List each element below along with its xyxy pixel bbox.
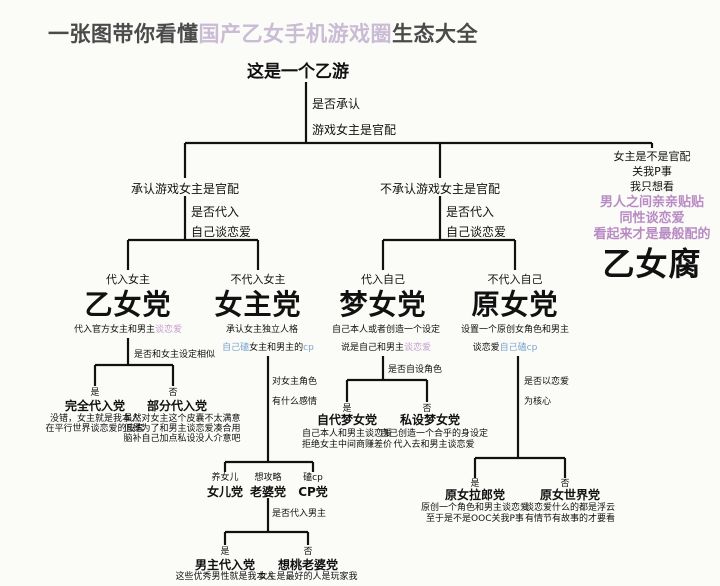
otome-yes-tag: 是: [90, 388, 100, 398]
fujoshi-title: 乙女腐: [602, 245, 702, 283]
full-immersion-title: 完全代入党: [64, 399, 126, 413]
original-pairing-desc1: 原创一个角色和男主谈恋爱: [420, 503, 530, 513]
title-main: 一张图带你看懂: [48, 22, 199, 46]
title-highlight: 国产乙女手机游戏圈: [198, 22, 392, 46]
original-desc2-mid: 自己磕: [499, 343, 527, 353]
oc-dream-desc2: 代入去和男主谈恋爱: [393, 440, 475, 450]
right-branch-line3: 我只想看: [630, 180, 674, 193]
heroine-desc2-cp: cp: [303, 343, 314, 353]
original-pairing-title: 原女拉郎党: [444, 488, 506, 502]
right-branch-line1: 女主是不是官配: [613, 150, 691, 163]
otome-title: 乙女党: [84, 288, 172, 321]
cp-tag: 磕cp: [303, 473, 323, 483]
otome-desc-highlight: 谈恋爱: [155, 325, 183, 335]
self-dream-desc2: 拒绝女主中间商赚差价: [301, 440, 393, 450]
otome-tag: 代入女主: [106, 273, 150, 286]
otome-desc: 代入官方女主和男主谈恋爱: [74, 326, 182, 335]
right-branch-line6: 看起来才是最般配的: [593, 227, 711, 242]
male-yes-tag: 是: [220, 547, 230, 557]
otome-question: 是否和女主设定相似: [134, 350, 216, 360]
dream-no-tag: 否: [422, 404, 432, 414]
wife-tag: 想攻略: [254, 473, 282, 483]
original-no-tag: 否: [560, 479, 570, 489]
dream-question: 是否自设角色: [388, 365, 443, 375]
acknowledge-question-line1: 是否代入: [191, 205, 240, 219]
heroine-desc1: 承认女主独立人格: [225, 325, 299, 335]
original-desc1: 设置一个原创女角色和男主: [460, 325, 570, 335]
heroine-desc2-mid: 女主和男主的: [249, 343, 304, 353]
deny-node: 不承认游戏女主是官配: [379, 182, 501, 196]
acknowledge-node: 承认游戏女主是官配: [130, 182, 240, 196]
page-title: 一张图带你看懂国产乙女手机游戏圈生态大全: [48, 24, 478, 45]
original-world-desc1: 谈恋爱什么的都是浮云: [524, 503, 616, 513]
original-pairing-desc2: 至于是不是OOC关我P事: [426, 514, 524, 524]
oc-dream-title: 私设梦女党: [399, 413, 461, 427]
male-immersion-desc1: 这些优秀男性就是我本人: [175, 572, 275, 582]
original-question-line1: 是否以恋爱: [524, 377, 570, 387]
right-branch-line2: 关我P事: [632, 165, 672, 178]
full-immersion-desc1: 没错，女主就是我本人: [49, 414, 141, 424]
original-title: 原女党: [471, 288, 559, 321]
root-question-line1: 是否承认: [312, 97, 361, 111]
self-dream-desc1: 自己本人和男主谈恋爱: [301, 429, 393, 439]
heroine-desc2: 自己磕女主和男主的cp: [222, 344, 314, 353]
root-question-line2: 游戏女主是官配: [312, 123, 397, 137]
heroine-question-line1: 对女主角色: [272, 377, 318, 387]
wife-title: 老婆党: [249, 485, 287, 499]
heroine-tag: 不代入女主: [230, 273, 286, 286]
partial-immersion-desc2: 但是为了和男主谈恋爱凑合用: [123, 424, 241, 434]
otome-desc-part: 代入官方女主和男主: [73, 325, 155, 335]
daughter-title: 女儿党: [206, 485, 244, 499]
male-no-tag: 否: [303, 547, 313, 557]
dream-tag: 代入自己: [361, 273, 405, 286]
heroine-question3: 是否代入男主: [272, 509, 327, 519]
heroine-question-line2: 有什么感情: [272, 397, 318, 407]
original-world-title: 原女世界党: [539, 488, 601, 502]
self-dream-title: 自代梦女党: [316, 413, 378, 427]
dream-desc2: 说是自己和男主谈恋爱: [341, 344, 431, 353]
heroine-title: 女主党: [214, 288, 302, 321]
dream-yes-tag: 是: [342, 404, 352, 414]
deny-question-line2: 自己谈恋爱: [446, 225, 507, 239]
heroine-desc2-lead: 自己磕: [222, 343, 250, 353]
root-node: 这是一个乙游: [247, 62, 349, 82]
original-tag: 不代入自己: [487, 273, 543, 286]
cp-title: CP党: [298, 485, 328, 499]
original-desc2: 谈恋爱自己磕cp: [473, 344, 538, 353]
wife-steal-title: 想桃老婆党: [277, 558, 339, 572]
full-immersion-desc2: 在平行世界谈恋爱的皮套: [45, 424, 145, 434]
original-desc2-cp: cp: [526, 343, 538, 353]
acknowledge-question-line2: 自己谈恋爱: [191, 225, 252, 239]
original-question-line2: 为核心: [524, 397, 552, 407]
partial-immersion-desc3: 脑补自己加点私设没人介意吧: [123, 434, 241, 444]
original-desc2-lead: 谈恋爱: [472, 343, 500, 353]
right-branch-line5: 同性谈恋爱: [619, 211, 685, 226]
daughter-tag: 养女儿: [211, 473, 239, 483]
original-world-desc2: 有情节有故事的才要看: [524, 514, 616, 524]
dream-title: 梦女党: [339, 288, 427, 321]
dream-desc1: 自己本人或者创造一个设定: [331, 325, 441, 335]
oc-dream-desc1: 自己创造一个合乎的身设定: [379, 429, 489, 439]
partial-immersion-desc1: 虽然对女主这个皮囊不太满意: [123, 414, 241, 424]
otome-no-tag: 否: [168, 388, 178, 398]
title-tail: 生态大全: [392, 22, 478, 46]
dream-desc2-highlight: 谈恋爱: [404, 343, 432, 353]
male-immersion-title: 男主代入党: [194, 558, 256, 572]
dream-desc2-lead: 说是自己和男主: [340, 343, 404, 353]
original-yes-tag: 是: [470, 479, 480, 489]
deny-question-line1: 是否代入: [446, 205, 495, 219]
wife-steal-desc1: 女主是最好的人是玩家我: [258, 572, 358, 582]
right-branch-line4: 男人之间亲亲贴贴: [599, 195, 705, 210]
partial-immersion-title: 部分代入党: [146, 399, 208, 413]
